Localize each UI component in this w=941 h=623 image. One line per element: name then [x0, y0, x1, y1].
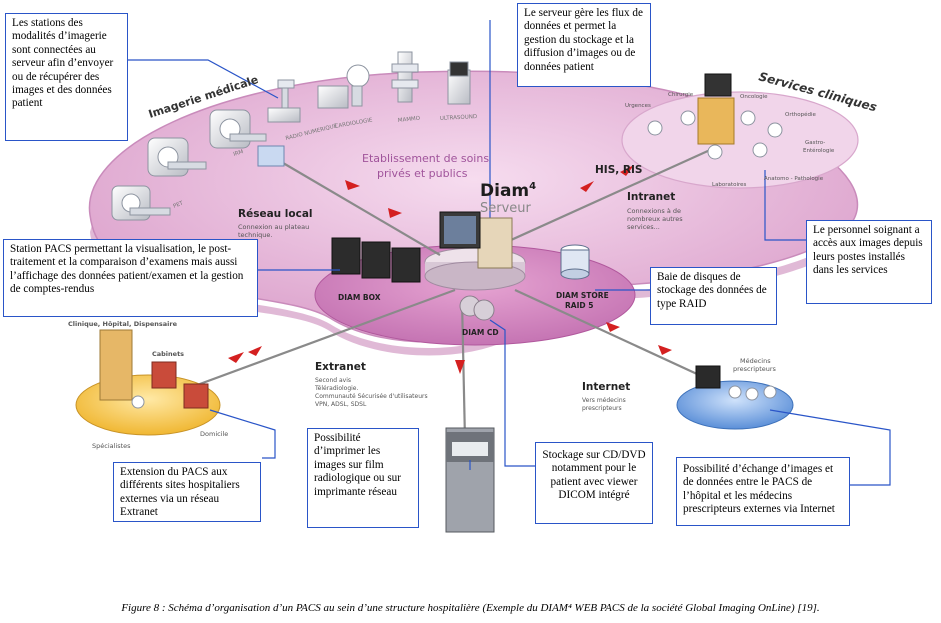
- label-serveur: Serveur: [480, 201, 532, 216]
- label-extranet-sub-1: Téléradiologie.: [314, 385, 358, 392]
- extranet-site-disc: [75, 329, 221, 436]
- modality-gateway-icon: [257, 145, 285, 167]
- mri-scanner-icon: [147, 137, 207, 177]
- label-modality-mammo: MAMMO: [398, 116, 421, 124]
- label-diam-store-0: DIAM STORE: [556, 291, 609, 300]
- diam-cd-icon: [459, 295, 495, 321]
- label-extranet: Extranet: [315, 361, 366, 373]
- label-modality-irm: IRM: [233, 149, 245, 158]
- internet-physicians-disc: [676, 365, 794, 430]
- figure-caption: Figure 8 : Schéma d’organisation d’un PA…: [121, 602, 820, 614]
- label-extranet-sub-0: Second avis: [315, 377, 351, 384]
- label-internet: Internet: [582, 381, 630, 393]
- label-reseau-sub-0: Connexion au plateau: [238, 223, 309, 231]
- label-intranet-sub-0: Connexions à de: [627, 207, 681, 215]
- label-extranet-sub-2: Communauté Sécurisée d'utilisateurs: [315, 393, 428, 400]
- label-service-labo: Laboratoires: [712, 182, 746, 188]
- label-cabinets: Cabinets: [152, 350, 184, 358]
- label-intranet: Intranet: [627, 191, 675, 203]
- label-medecins-1: prescripteurs: [733, 365, 777, 373]
- label-etab-1: Etablissement de soins: [362, 152, 489, 165]
- label-modality-pet: PET: [173, 200, 185, 210]
- callout-station-pacs: Station PACS permettant la visualisation…: [3, 239, 258, 317]
- callout-personnel: Le personnel soignant a accès aux images…: [806, 220, 932, 304]
- data-flow-arrows: [228, 165, 672, 374]
- label-internet-sub-0: Vers médecins: [582, 397, 626, 404]
- diam-store-raid-icon: [560, 244, 590, 280]
- label-diam-cd: DIAM CD: [462, 328, 499, 337]
- film-printer-icon: [445, 427, 495, 533]
- label-service-orthopedie: Orthopédie: [785, 111, 816, 118]
- label-diam-store-1: RAID 5: [565, 301, 593, 310]
- label-service-gastro-0: Gastro-: [805, 140, 825, 146]
- label-reseau-sub-1: technique.: [238, 231, 272, 239]
- callout-serveur: Le serveur gère les flux de données et p…: [517, 3, 651, 87]
- label-modality-ultrasound: ULTRASOUND: [440, 114, 478, 122]
- mammography-icon: [391, 51, 419, 103]
- label-service-gastro-1: Entérologie: [803, 147, 835, 154]
- radiography-icon: [267, 79, 301, 123]
- clinical-services-building: [647, 73, 783, 160]
- label-intranet-sub-1: nombreux autres: [627, 215, 683, 223]
- ct-scanner-icon: [209, 109, 267, 149]
- callout-echange: Possibilité d’échange d’images et de don…: [676, 457, 850, 526]
- label-specialistes: Spécialistes: [92, 442, 131, 450]
- label-etab-2: privés et publics: [377, 167, 468, 180]
- diam-box-workstation-icon: [331, 237, 421, 283]
- label-intranet-sub-2: services...: [627, 223, 660, 231]
- callout-imprimer: Possibilité d’imprimer les images sur fi…: [307, 428, 419, 528]
- label-service-chirurgie: Chirurgie: [668, 92, 694, 98]
- label-medecins-0: Médecins: [740, 357, 771, 365]
- callout-cd: Stockage sur CD/DVD notamment pour le pa…: [535, 442, 653, 524]
- cardiology-icon: [317, 64, 370, 109]
- label-his-ris: HIS, RIS: [595, 164, 642, 176]
- label-service-oncologie: Oncologie: [740, 94, 768, 100]
- label-diam: Diam4: [480, 181, 536, 201]
- network-links: [169, 20, 711, 441]
- label-reseau-local: Réseau local: [238, 208, 313, 220]
- imaging-modalities: [111, 51, 471, 221]
- label-internet-sub-1: prescripteurs: [582, 405, 622, 412]
- label-clinique: Clinique, Hôpital, Dispensaire: [68, 320, 178, 328]
- diam-server-icon: [439, 211, 513, 269]
- label-service-urgences: Urgences: [625, 103, 651, 109]
- label-domicile: Domicile: [200, 430, 228, 438]
- callout-extension: Extension du PACS aux différents sites h…: [113, 462, 261, 522]
- callout-raid: Baie de disques de stockage des données …: [650, 267, 777, 325]
- label-extranet-sub-3: VPN, ADSL, SDSL: [315, 401, 367, 408]
- ultrasound-icon: [447, 61, 471, 105]
- label-service-anatomo: Anatomo - Pathologie: [764, 176, 824, 182]
- callout-connectors: [128, 59, 891, 486]
- pet-scanner-icon: [111, 185, 171, 221]
- callout-stations: Les stations des modalités d’imagerie so…: [5, 13, 128, 141]
- label-diam-box: DIAM BOX: [338, 293, 381, 302]
